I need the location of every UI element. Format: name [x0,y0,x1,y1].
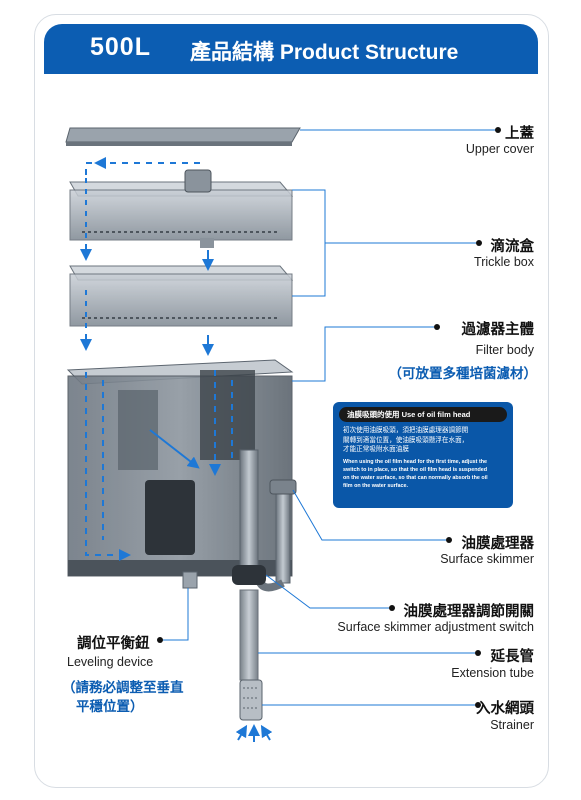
surface-skimmer-label-en: Surface skimmer [440,552,534,566]
upper-cover-label-zh: 上蓋 [505,126,534,142]
oil-film-zh-1: 初次使用油膜吸頭，須把油膜處理器調節開 [343,427,469,434]
header-bar [44,24,538,74]
filter-body-label-zh: 過濾器主體 [461,322,535,338]
page-title: 產品結構 Product Structure [190,41,459,64]
leveling-device-label-en: Leveling device [67,655,154,669]
flow-arrow-icon [80,157,273,742]
trickle-box-lower-part [69,265,294,327]
oil-film-en-2: switch to in place, so that the oil film… [343,466,488,473]
leveling-device-note-2: 平穩位置） [76,699,144,714]
strainer-label-zh: 入水網頭 [476,701,534,717]
trickle-box-upper-part [69,169,294,248]
trickle-box-label-zh: 滴流盒 [490,239,535,255]
leveling-device-label-zh: 調位平衡鈕 [77,636,150,652]
filter-body-label-en: Filter body [475,343,534,357]
strainer-label-en: Strainer [490,718,534,732]
extension-tube-label-zh: 延長管 [490,649,535,665]
filter-body-note: （可放置多種培菌濾材） [388,366,538,381]
oil-film-title: 油膜吸頭的使用 Use of oil film head [339,407,507,422]
skimmer-switch-label-zh: 油膜處理器調節開關 [403,604,535,620]
oil-film-zh-2: 關轉到適當位置，使油膜吸頭懸浮在水面， [343,436,469,444]
upper-cover-label-en: Upper cover [465,142,534,156]
skimmer-switch-label-en: Surface skimmer adjustment switch [337,620,534,634]
upper-cover-part [65,127,301,146]
label-dot-icon [157,127,501,708]
model-number: 500L [90,33,151,61]
oil-film-en-4: film on the water surface. [343,482,409,489]
oil-film-info-box: 油膜吸頭的使用 Use of oil film head 初次使用油膜吸頭，須把… [333,402,513,508]
leader-lines [160,129,496,706]
leveling-device-note-1: （請務必調整至垂直 [62,680,184,695]
surface-skimmer-label-zh: 油膜處理器 [461,536,535,552]
oil-film-zh-3: 才能正常吸附水面油膜 [343,446,409,453]
oil-film-en-1: When using the oil film head for the fir… [343,458,488,465]
oil-film-en-3: on the water surface, so that can normal… [343,474,488,481]
extension-tube-label-en: Extension tube [451,666,534,680]
trickle-box-label-en: Trickle box [474,255,534,269]
